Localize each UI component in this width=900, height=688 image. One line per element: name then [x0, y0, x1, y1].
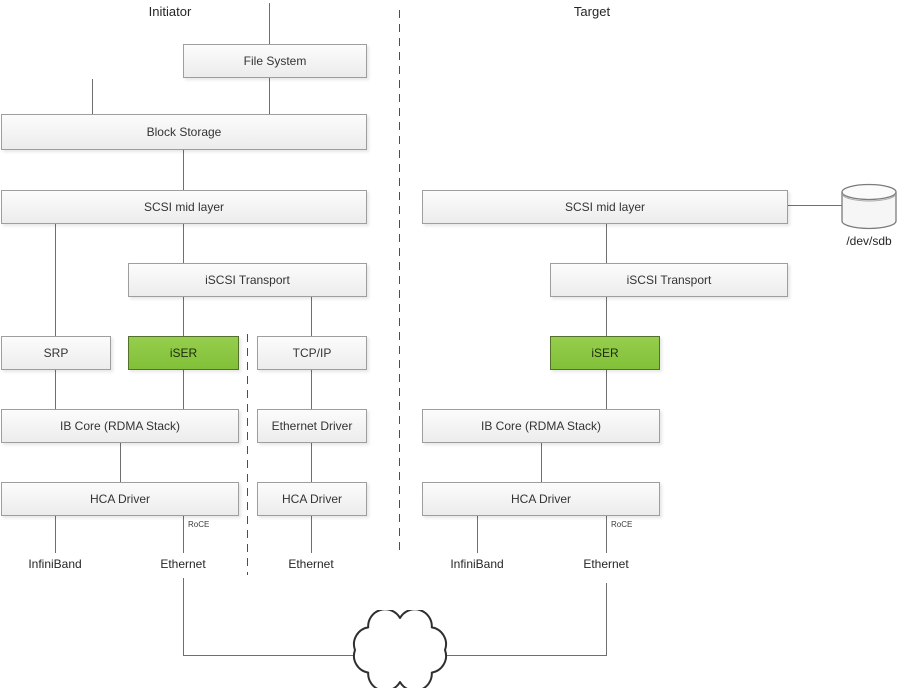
box-ethernet-driver-label: Ethernet Driver: [271, 419, 353, 433]
connector-hca-ethernet-tcp: [311, 516, 312, 553]
box-block-storage-label: Block Storage: [146, 125, 222, 139]
connector-iscsi-tcpip: [311, 297, 312, 336]
connector-into-block-storage: [92, 79, 93, 114]
box-file-system: File System: [183, 44, 367, 78]
connector-iscsi-iser: [183, 297, 184, 336]
initiator-header: Initiator: [148, 4, 192, 19]
connector-ethernet-to-cloud-left: [183, 578, 184, 656]
box-scsi-mid-layer-initiator: SCSI mid layer: [1, 190, 367, 224]
rdma-tcp-separator-dashed-line: [247, 334, 248, 575]
connector-ethernet-to-cloud-right: [606, 583, 607, 656]
disk-path-label: /dev/sdb: [846, 234, 892, 248]
connector-scsi-srp: [55, 224, 56, 336]
box-ib-core-target-label: IB Core (RDMA Stack): [480, 419, 602, 433]
box-scsi-mid-layer-target-label: SCSI mid layer: [564, 200, 646, 214]
network-cloud-icon: [352, 610, 448, 688]
box-hca-driver-initiator-eth-label: HCA Driver: [281, 492, 342, 506]
connector-hca-ethernet-roce: [183, 516, 184, 553]
roce-tag-initiator: RoCE: [188, 520, 210, 529]
label-infiniband-initiator: InfiniBand: [28, 557, 82, 571]
connector-top-into-file-system: [269, 3, 270, 44]
box-hca-driver-target: HCA Driver: [422, 482, 660, 516]
connector-scsi-disk: [788, 205, 842, 206]
box-hca-driver-target-label: HCA Driver: [510, 492, 571, 506]
box-file-system-label: File System: [243, 54, 307, 68]
connector-ethdriver-hca: [311, 443, 312, 482]
connector-scsi-iscsi: [183, 224, 184, 263]
connector-block-storage-scsi: [183, 150, 184, 190]
initiator-target-separator-dashed-line: [399, 10, 400, 556]
box-iser-initiator: iSER: [128, 336, 239, 370]
box-iscsi-transport-target: iSCSI Transport: [550, 263, 788, 297]
box-iser-target: iSER: [550, 336, 660, 370]
box-iscsi-transport-initiator: iSCSI Transport: [128, 263, 367, 297]
label-infiniband-target: InfiniBand: [450, 557, 504, 571]
label-ethernet-initiator-roce: Ethernet: [160, 557, 206, 571]
connector-ibcore-hca: [120, 443, 121, 482]
connector-scsi-iscsi-target: [606, 224, 607, 263]
connector-hca-infiniband: [55, 516, 56, 553]
connector-file-system-block-storage: [269, 78, 270, 114]
roce-tag-target: RoCE: [611, 520, 633, 529]
box-ib-core-target: IB Core (RDMA Stack): [422, 409, 660, 443]
box-hca-driver-initiator-ib: HCA Driver: [1, 482, 239, 516]
label-ethernet-target: Ethernet: [583, 557, 629, 571]
connector-iser-ibcore: [183, 370, 184, 409]
connector-hca-ethernet-target: [606, 516, 607, 553]
disk-cylinder-icon: [841, 183, 897, 230]
connector-iscsi-iser-target: [606, 297, 607, 336]
connector-hca-infiniband-target: [477, 516, 478, 553]
label-ethernet-initiator-tcp: Ethernet: [288, 557, 334, 571]
target-header: Target: [573, 4, 611, 19]
box-hca-driver-initiator-ib-label: HCA Driver: [89, 492, 150, 506]
box-scsi-mid-layer-initiator-label: SCSI mid layer: [143, 200, 225, 214]
box-srp-label: SRP: [43, 346, 69, 360]
box-hca-driver-initiator-eth: HCA Driver: [257, 482, 367, 516]
connector-tcpip-ethdriver: [311, 370, 312, 409]
box-iser-target-label: iSER: [591, 346, 619, 360]
connector-ibcore-hca-target: [541, 443, 542, 482]
box-ethernet-driver: Ethernet Driver: [257, 409, 367, 443]
box-ib-core-initiator: IB Core (RDMA Stack): [1, 409, 239, 443]
box-srp: SRP: [1, 336, 111, 370]
box-tcp-ip: TCP/IP: [257, 336, 367, 370]
box-scsi-mid-layer-target: SCSI mid layer: [422, 190, 788, 224]
connector-iser-ibcore-target: [606, 370, 607, 409]
box-block-storage: Block Storage: [1, 114, 367, 150]
box-tcp-ip-label: TCP/IP: [292, 346, 332, 360]
box-iscsi-transport-initiator-label: iSCSI Transport: [205, 273, 290, 287]
connector-srp-ibcore: [55, 370, 56, 409]
box-ib-core-initiator-label: IB Core (RDMA Stack): [59, 419, 181, 433]
box-iser-initiator-label: iSER: [169, 346, 198, 360]
box-iscsi-transport-target-label: iSCSI Transport: [626, 273, 712, 287]
